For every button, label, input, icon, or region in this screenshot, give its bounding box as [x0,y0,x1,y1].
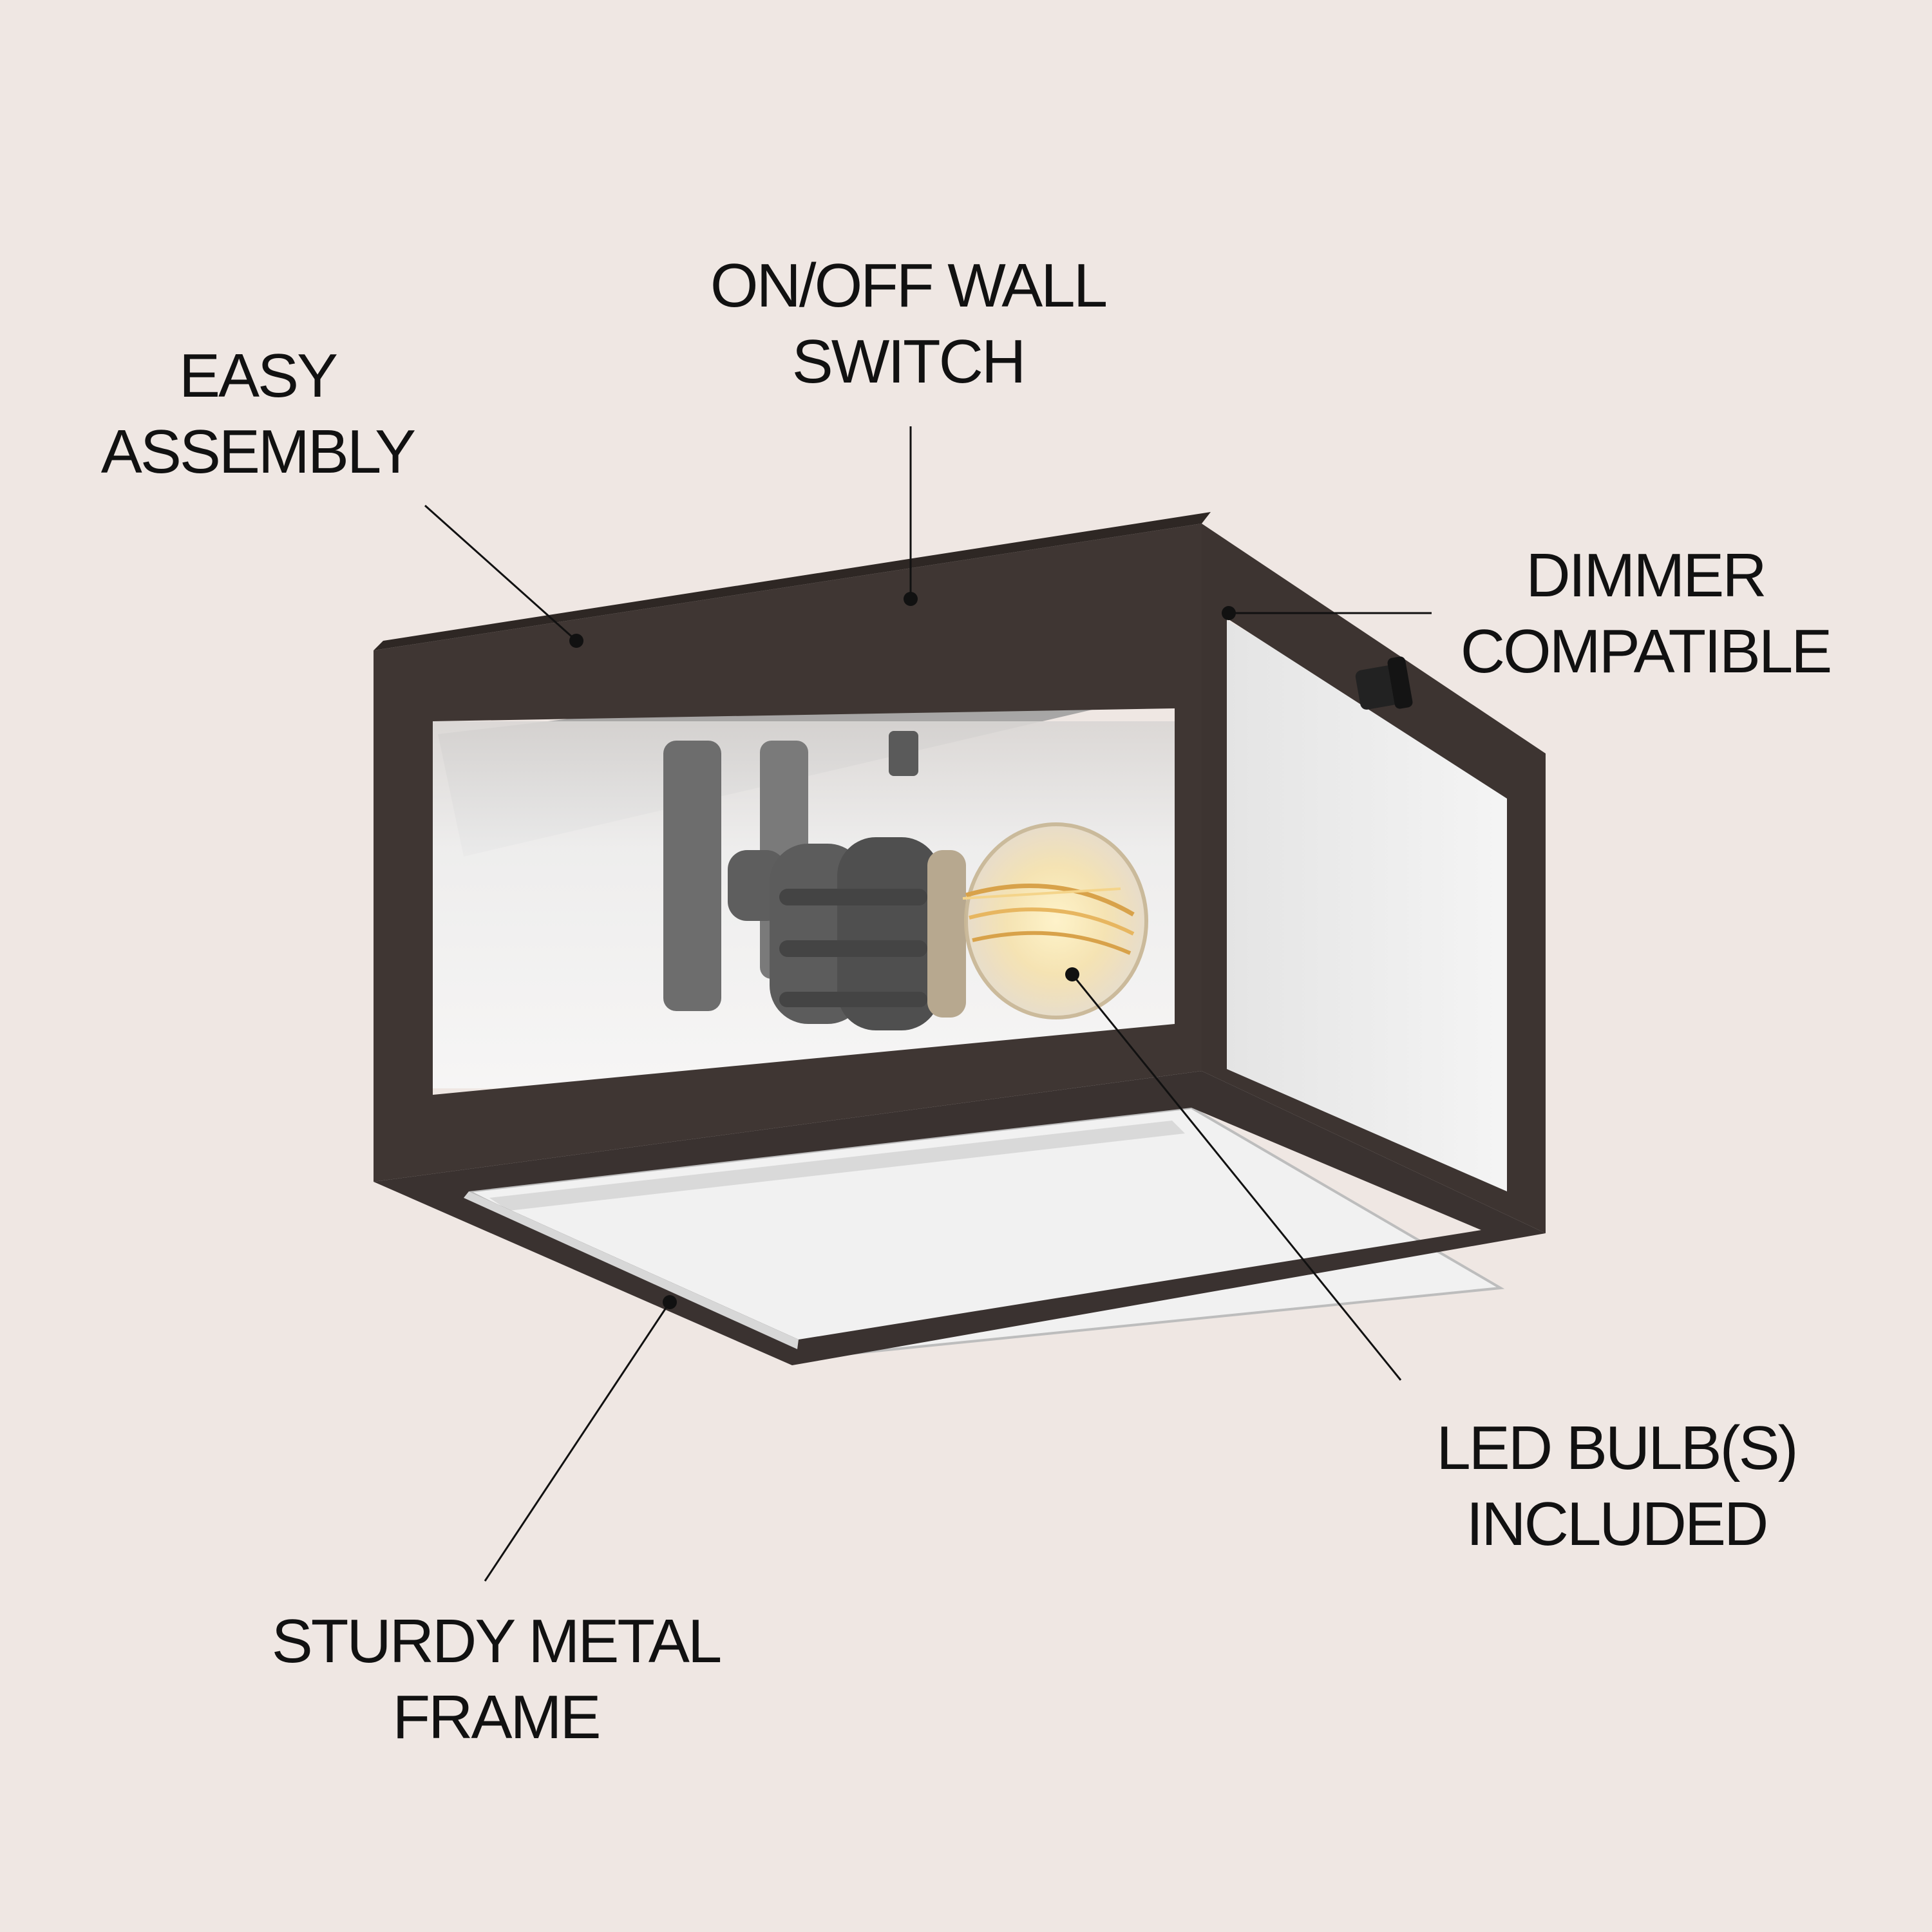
callout-metal-frame: STURDY METAL FRAME [245,1604,747,1756]
bottom-glass-panel [464,1106,1505,1361]
callout-dimmer-line2: COMPATIBLE [1460,617,1833,686]
callout-wall-switch-line1: ON/OFF WALL [710,251,1108,320]
front-frame [374,524,1202,1182]
lamp-socket [663,731,966,1030]
callout-led-bulb: LED BULB(S) INCLUDED [1397,1410,1835,1562]
callout-dimmer-compatible: DIMMER COMPATIBLE [1436,538,1855,690]
leader-lines [424,426,1432,1582]
callout-led-bulb-line1: LED BULB(S) [1436,1414,1798,1482]
dimmer-knob [1355,656,1413,710]
callout-easy-assembly: EASY ASSEMBLY [77,338,438,490]
callout-wall-switch-line2: SWITCH [791,327,1027,396]
leader-dots [569,592,1236,1309]
callout-led-bulb-line2: INCLUDED [1466,1490,1769,1558]
callout-dimmer-line1: DIMMER [1526,541,1766,610]
led-bulb [962,822,1148,1019]
top-frame-edge [374,512,1211,650]
callout-wall-switch: ON/OFF WALL SWITCH [683,248,1133,400]
side-frame [1202,524,1546,1233]
callout-easy-assembly-line1: EASY [178,341,338,410]
bottom-frame [374,1071,1546,1365]
callout-easy-assembly-line2: ASSEMBLY [100,417,416,486]
callout-metal-frame-line1: STURDY METAL [271,1607,723,1676]
callout-metal-frame-line2: FRAME [392,1683,601,1752]
